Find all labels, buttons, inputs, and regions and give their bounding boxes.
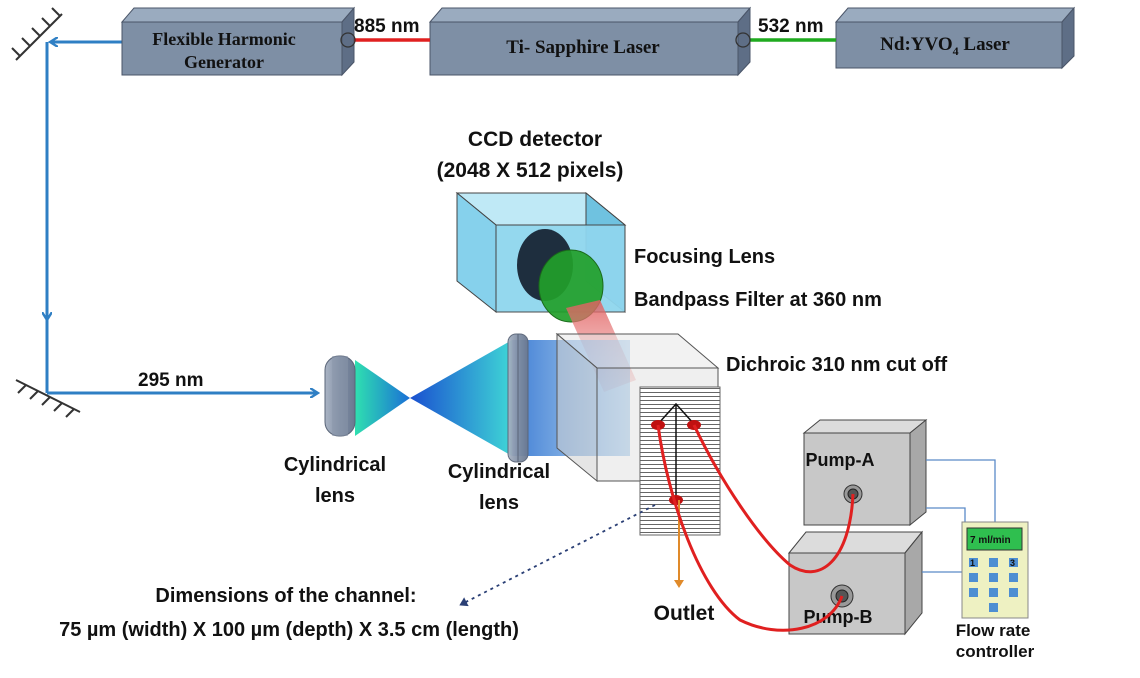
pump-a: Pump-A	[802, 418, 928, 527]
controller-label-line2: controller	[956, 642, 1035, 661]
nd-yvo4-box: Nd:YVO4 Laser	[834, 6, 1076, 70]
green-beam: 532 nm	[735, 16, 836, 48]
controller-key-1: 1	[970, 558, 975, 568]
bandpass-filter-label: Bandpass Filter at 360 nm	[634, 289, 882, 311]
harmonic-generator-box: Flexible Harmonic Generator	[120, 6, 356, 77]
channel-dimensions-value: 75 µm (width) X 100 µm (depth) X 3.5 cm …	[59, 619, 519, 641]
uv-wavelength-label: 295 nm	[138, 370, 203, 391]
ti-sapphire-title: Ti- Sapphire Laser	[506, 37, 660, 58]
flow-rate-controller: 7 ml/min 1 3	[961, 521, 1029, 619]
dichroic-label: Dichroic 310 nm cut off	[726, 354, 947, 376]
focusing-lens-label: Focusing Lens	[634, 246, 775, 268]
lens2-label-line1: Cylindrical	[448, 461, 550, 483]
ccd-detector-title: CCD detector	[468, 128, 602, 151]
green-wavelength-label: 532 nm	[758, 16, 823, 37]
arrow-icon	[459, 504, 656, 607]
keypad-icon	[969, 558, 1018, 612]
tubing-b	[656, 424, 844, 632]
outlet-label: Outlet	[654, 602, 715, 625]
red-beam: 885 nm	[340, 16, 430, 48]
pump-a-label: Pump-A	[806, 450, 875, 470]
mirror-icon	[11, 7, 63, 61]
controller-display	[966, 527, 1023, 551]
mirror-icon	[15, 379, 81, 418]
lens-icon	[507, 333, 529, 463]
channel-dimensions-title: Dimensions of the channel:	[155, 585, 416, 607]
red-wavelength-label: 885 nm	[354, 16, 419, 37]
uv-beam-path	[47, 42, 316, 393]
ccd-detector-box	[455, 191, 627, 323]
harmonic-title-line2: Generator	[184, 52, 264, 72]
ccd-pixels-label: (2048 X 512 pixels)	[437, 159, 624, 182]
tubing-a	[692, 424, 855, 574]
nd-yvo4-title: Nd:YVO4 Laser	[880, 34, 1010, 58]
diverging-beam	[410, 340, 512, 456]
lens1-label-line1: Cylindrical	[284, 454, 386, 476]
controller-key-3: 3	[1010, 558, 1015, 568]
converging-beam	[355, 360, 410, 436]
lens-icon	[324, 355, 356, 437]
harmonic-title-line1: Flexible Harmonic	[152, 29, 295, 49]
ti-sapphire-box: Ti- Sapphire Laser	[428, 6, 752, 77]
controller-display-value: 7 ml/min	[970, 535, 1011, 546]
controller-label-line1: Flow rate	[956, 621, 1031, 640]
pump-b: Pump-B	[787, 530, 924, 636]
lens1-label-line2: lens	[315, 485, 355, 507]
lens2-label-line2: lens	[479, 492, 519, 514]
